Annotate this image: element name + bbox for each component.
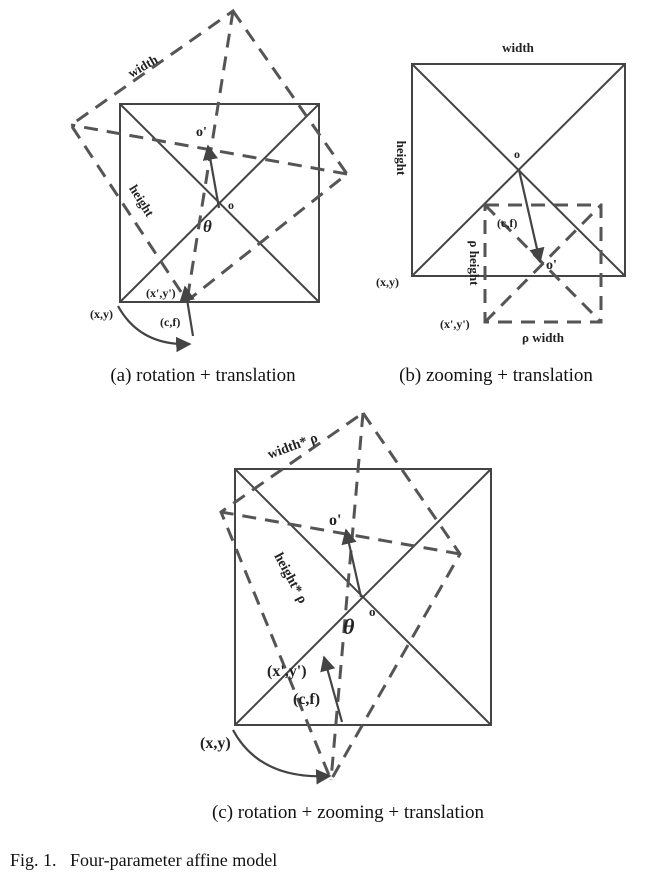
panel-c-dashed-transformed-square [219, 410, 462, 784]
panel-c-translation-arrow [341, 528, 363, 598]
panel-c-rotation-arc [232, 729, 332, 785]
panel-c-xy-label: (x,y) [200, 735, 231, 752]
panel-c-theta-label: θ [343, 614, 355, 639]
panel-b-rho-width-label: ρ width [522, 330, 565, 345]
panel-b: width height o (c,f) o' ρ height (x,y) (… [376, 40, 626, 386]
panel-b-rho-height-label: ρ height [467, 241, 482, 287]
panel-a-xy-label: (x,y) [90, 307, 113, 321]
panel-c-o-prime-label: o' [329, 512, 341, 529]
panel-a-width-label: width [125, 51, 161, 80]
figure-caption: Fig. 1. Four-parameter affine model [10, 850, 277, 870]
panel-b-solid-square [411, 63, 626, 277]
panel-c-xy-prime-label: (x',y') [267, 663, 307, 680]
panel-c-o-label: o [369, 604, 376, 619]
panel-a-offset-arrow [179, 285, 195, 337]
panel-a: width height o' o θ (x',y') (x,y) (c,f) … [68, 8, 350, 386]
panel-a-cf-label: (c,f) [160, 315, 180, 329]
panel-a-o-prime-label: o' [196, 125, 207, 140]
panel-a-caption: (a) rotation + translation [110, 365, 296, 386]
panel-a-translation-arrow [202, 144, 221, 209]
panel-b-height-label: height [394, 141, 409, 176]
panel-c-offset-arrow [320, 655, 344, 723]
panel-c-caption: (c) rotation + zooming + translation [212, 802, 485, 823]
panel-b-cf-label: (c,f) [497, 216, 517, 230]
panel-b-o-prime-label: o' [546, 258, 557, 273]
panel-c-height-rho-label: height* ρ [270, 550, 309, 606]
panel-b-xy-prime-label: (x',y') [440, 317, 470, 331]
panel-b-o-label: o [514, 147, 520, 161]
panel-c-width-rho-label: width* ρ [266, 431, 320, 463]
panel-b-caption: (b) zooming + translation [399, 365, 593, 386]
panel-b-translation-arrow [517, 169, 545, 264]
panel-a-xy-prime-label: (x',y') [146, 286, 176, 300]
panel-c-cf-label: (c,f) [293, 691, 320, 708]
panel-c: width* ρ height* ρ o' o θ (x',y') (c,f) … [200, 410, 492, 823]
panel-a-rotation-arc [117, 305, 192, 353]
panel-a-o-label: o [228, 198, 234, 212]
panel-a-theta-label: θ [203, 217, 212, 236]
panel-b-xy-label: (x,y) [376, 275, 399, 289]
panel-c-solid-square [234, 468, 492, 726]
panel-b-width-label: width [502, 40, 535, 55]
